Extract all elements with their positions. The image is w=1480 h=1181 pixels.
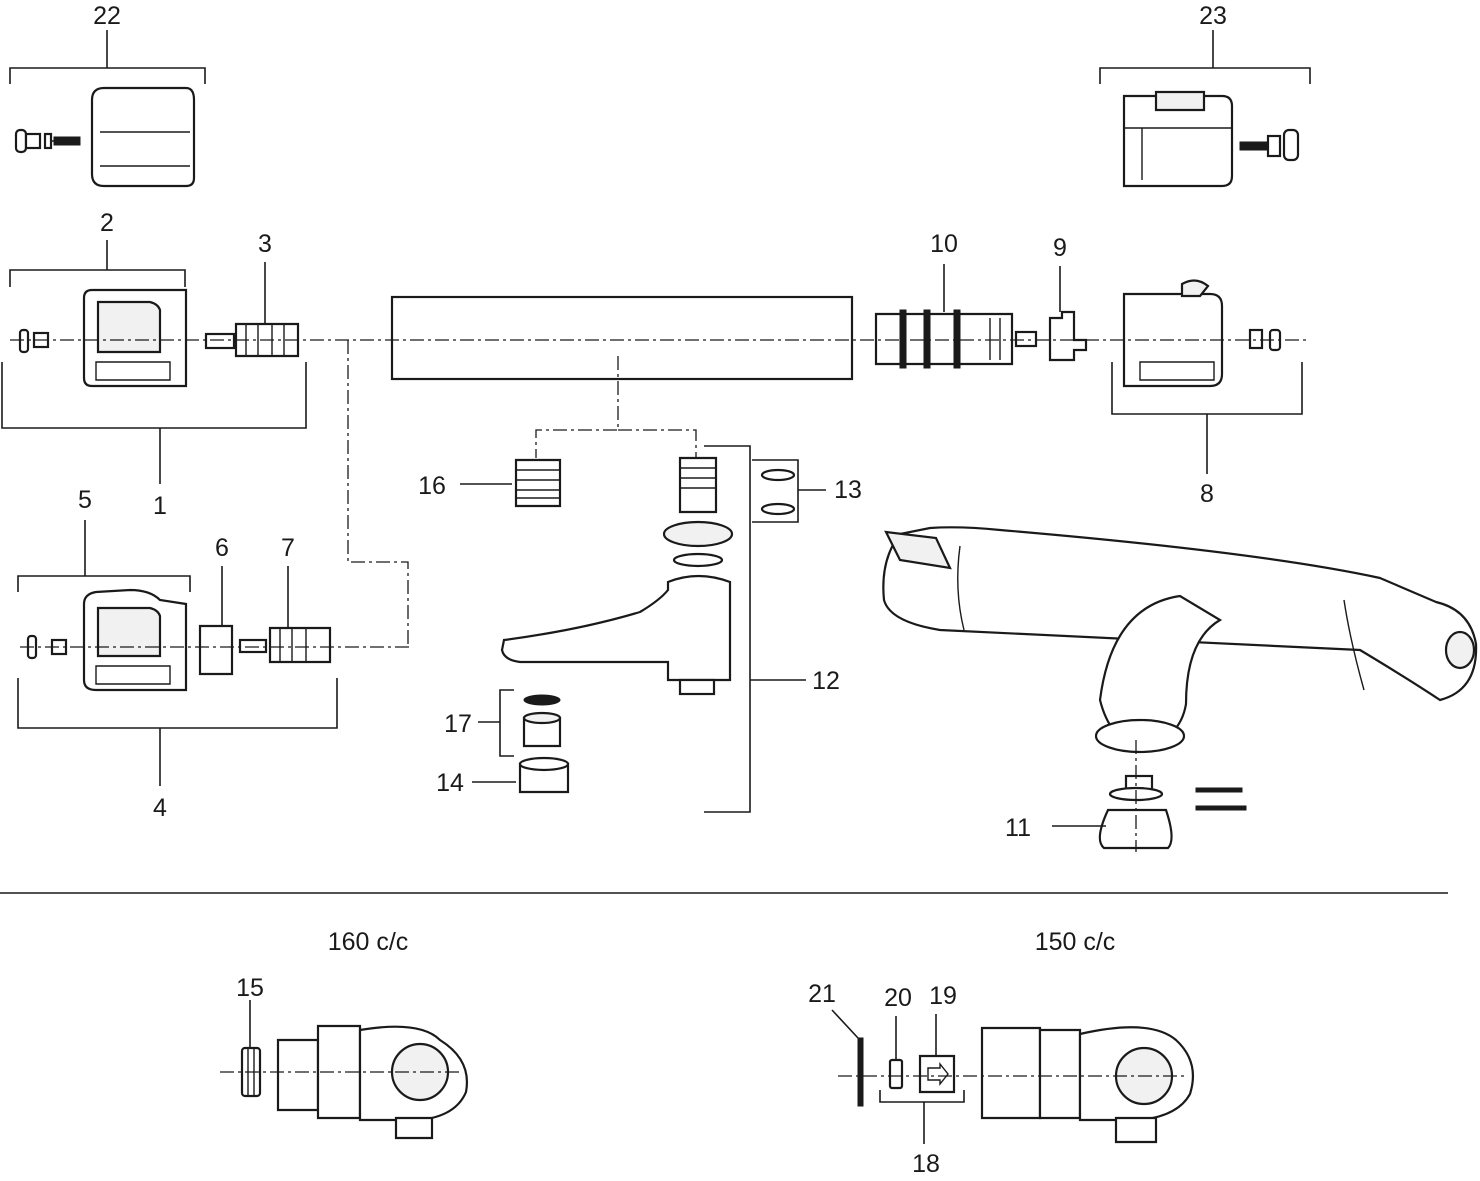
callout-17: 17 (444, 710, 472, 738)
callout-1: 1 (153, 492, 167, 520)
callout-6: 6 (215, 534, 229, 562)
part-13-o-rings (752, 459, 826, 523)
caption-150-centres: 150 c/c (1035, 928, 1116, 956)
callout-21: 21 (808, 980, 836, 1008)
part-10-cartridge (874, 264, 1038, 369)
part-14-aerator-housing (472, 756, 570, 794)
part-15-connector-160 (220, 1000, 468, 1140)
callout-14: 14 (436, 769, 464, 797)
callout-13: 13 (834, 476, 862, 504)
callout-12: 12 (812, 667, 840, 695)
callout-4: 4 (153, 794, 167, 822)
callout-3: 3 (258, 230, 272, 258)
part-12-spout-assembly (500, 445, 806, 813)
valve-body-bar (390, 295, 854, 381)
callout-16: 16 (418, 472, 446, 500)
part-17-aerator (478, 689, 562, 757)
callout-10: 10 (930, 230, 958, 258)
callout-22: 22 (93, 2, 121, 30)
part-4-handle-and-spindle (17, 520, 338, 786)
caption-160-centres: 160 c/c (328, 928, 409, 956)
callout-23: 23 (1199, 2, 1227, 30)
part-8-handle-assembly (1111, 279, 1303, 474)
part-23-handle-assembly (1099, 30, 1311, 188)
callout-8: 8 (1200, 480, 1214, 508)
callout-19: 19 (929, 982, 957, 1010)
assembled-mixer-illustration (882, 526, 1478, 754)
callout-5: 5 (78, 486, 92, 514)
part-11-foot (1052, 740, 1247, 852)
part-9-clip (1048, 266, 1088, 362)
callout-7: 7 (281, 534, 295, 562)
callout-15: 15 (236, 974, 264, 1002)
parts-18-to-21-connector-150 (831, 1009, 1194, 1144)
part-22-handle-assembly (9, 30, 206, 188)
part-1-handle-and-spindle (1, 240, 307, 484)
centre-lines (10, 339, 1310, 648)
callout-2: 2 (100, 209, 114, 237)
callout-20: 20 (884, 984, 912, 1012)
callout-9: 9 (1053, 234, 1067, 262)
part-16-adaptor (460, 458, 562, 508)
callout-18: 18 (912, 1150, 940, 1178)
callout-11: 11 (1005, 814, 1031, 842)
